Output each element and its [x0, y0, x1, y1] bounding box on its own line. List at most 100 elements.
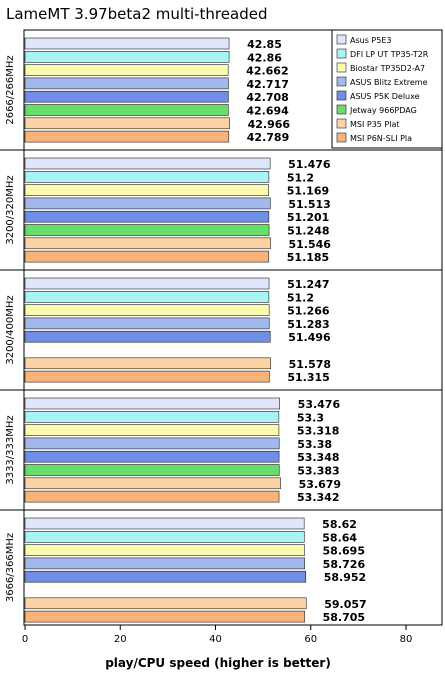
x-axis-label: play/CPU speed (higher is better) — [105, 656, 331, 670]
data-label: 51.496 — [288, 331, 331, 344]
data-label: 42.694 — [246, 105, 289, 118]
group-label: 3666/366MHz — [5, 533, 16, 602]
chart-title: LameMT 3.97beta2 multi-threaded — [6, 5, 267, 23]
data-label: 42.86 — [247, 51, 282, 64]
bar — [24, 317, 270, 330]
bar — [24, 477, 281, 490]
bar — [24, 250, 270, 263]
bar — [24, 290, 270, 303]
data-label: 51.578 — [289, 358, 331, 371]
plot-frame — [23, 29, 443, 626]
legend-label: Biostar TP35D2-A7 — [350, 64, 425, 73]
bar — [24, 357, 271, 370]
legend-label: DFI LP UT TP35-T2R — [350, 50, 429, 59]
bar — [24, 570, 307, 583]
data-label: 53.476 — [298, 398, 341, 411]
group-label: 3333/333MHz — [5, 415, 16, 484]
data-label: 53.383 — [297, 465, 339, 478]
bar — [24, 530, 305, 543]
legend-swatch — [336, 132, 347, 143]
data-label: 51.2 — [287, 171, 314, 184]
data-label: 53.38 — [297, 438, 332, 451]
legend-label: MSI P35 Plat — [350, 120, 400, 129]
bar — [24, 464, 280, 476]
bar — [24, 50, 230, 63]
data-label: 51.266 — [287, 305, 330, 318]
group-label: 2666/266MHz — [5, 55, 16, 124]
legend-swatch — [336, 118, 347, 129]
bar — [24, 130, 230, 143]
data-label: 51.2 — [287, 291, 314, 304]
data-label: 58.64 — [322, 531, 357, 544]
legend-swatch — [336, 76, 347, 87]
data-label: 42.85 — [247, 38, 282, 51]
bar — [24, 157, 271, 170]
data-label: 58.726 — [323, 558, 366, 571]
data-label: 51.283 — [287, 318, 329, 331]
legend-label: Jetway 966PDAG — [349, 106, 417, 115]
bar — [24, 370, 270, 383]
data-label: 58.62 — [322, 518, 357, 531]
legend-swatch — [336, 90, 347, 101]
data-label: 51.201 — [287, 211, 329, 224]
bar — [24, 410, 280, 423]
bar — [24, 437, 280, 450]
legend-box — [331, 29, 443, 149]
bar — [24, 197, 271, 210]
legend-label: MSI P6N-SLI Pla — [350, 134, 412, 143]
bar — [24, 424, 280, 436]
data-label: 53.679 — [299, 478, 341, 491]
data-label: 53.318 — [297, 425, 339, 438]
bar — [24, 171, 270, 183]
data-label: 58.952 — [324, 571, 366, 584]
bar — [24, 224, 270, 236]
bar — [24, 277, 270, 290]
plot-area: 2666/266MHz42.8542.8642.66242.71742.7084… — [0, 29, 443, 645]
data-label: 53.348 — [297, 451, 339, 464]
legend-label: ASUS Blitz Extreme — [350, 78, 428, 87]
legend-label: Asus P5E3 — [350, 36, 391, 45]
data-label: 51.247 — [287, 278, 329, 291]
data-label: 53.3 — [297, 411, 324, 424]
data-label: 42.717 — [246, 78, 288, 91]
data-label: 42.789 — [247, 131, 289, 144]
data-label: 42.662 — [246, 65, 288, 78]
legend-swatch — [336, 34, 347, 45]
data-label: 51.476 — [288, 158, 331, 171]
data-label: 59.057 — [324, 598, 366, 611]
bar — [24, 610, 305, 623]
bar — [24, 597, 307, 610]
bar — [24, 517, 305, 530]
bar — [24, 304, 270, 316]
data-label: 51.248 — [287, 225, 329, 238]
x-tick-label: 80 — [400, 634, 413, 645]
bar — [24, 64, 229, 76]
bar — [24, 397, 280, 410]
bar — [24, 237, 271, 250]
data-label: 58.705 — [323, 611, 365, 624]
x-tick-label: 40 — [209, 634, 222, 645]
bar — [24, 90, 229, 103]
bar — [24, 104, 229, 116]
group-label: 3200/320MHz — [5, 175, 16, 244]
data-label: 42.708 — [246, 91, 288, 104]
x-tick-label: 60 — [304, 634, 317, 645]
bar — [24, 210, 270, 223]
data-label: 42.966 — [248, 118, 291, 131]
bar — [24, 490, 280, 503]
x-tick-label: 0 — [22, 634, 28, 645]
bar — [24, 557, 305, 570]
bar — [24, 330, 271, 343]
x-tick-label: 20 — [114, 634, 127, 645]
bar — [24, 117, 230, 130]
bar — [24, 450, 280, 463]
data-label: 51.513 — [288, 198, 330, 211]
bar — [24, 544, 305, 556]
legend-label: ASUS P5K Deluxe — [350, 92, 420, 101]
group-label: 3200/400MHz — [5, 295, 16, 364]
bar — [24, 37, 230, 50]
data-label: 51.185 — [287, 251, 329, 264]
data-label: 53.342 — [297, 491, 339, 504]
